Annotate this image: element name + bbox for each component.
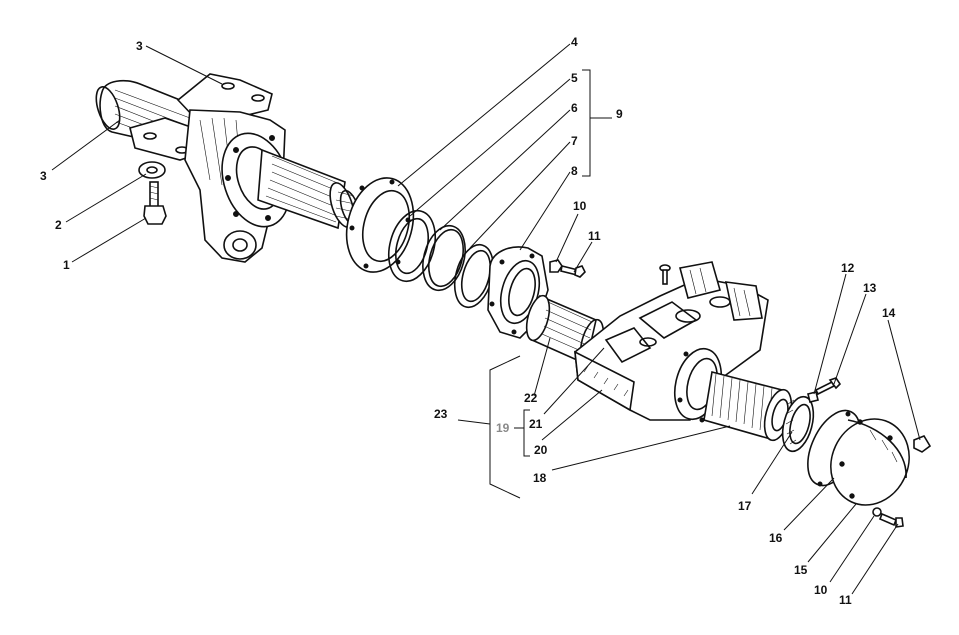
label-9: 9	[616, 107, 623, 121]
label-10-lower: 10	[814, 583, 828, 597]
screw-housing	[659, 264, 671, 285]
nut-lower	[872, 507, 882, 517]
seal-ring	[387, 209, 437, 283]
label-6: 6	[571, 101, 578, 115]
label-8: 8	[571, 164, 578, 178]
label-1: 1	[63, 258, 70, 272]
label-16: 16	[769, 531, 783, 545]
axle-housing	[95, 73, 361, 263]
label-2: 2	[55, 218, 62, 232]
label-3-left: 3	[40, 169, 47, 183]
label-17: 17	[738, 499, 752, 513]
label-10-upper: 10	[573, 199, 587, 213]
end-cover	[830, 418, 910, 506]
bolt-upper	[560, 265, 586, 278]
label-22: 22	[524, 391, 538, 405]
label-5: 5	[571, 71, 578, 85]
callout-labels: 3 3 2 1 4 5 6 7 8 9 10 11 12 13 14 23 19…	[40, 35, 896, 607]
label-15: 15	[794, 563, 808, 577]
plug	[913, 435, 932, 453]
label-18: 18	[533, 471, 547, 485]
label-4: 4	[571, 35, 578, 49]
leader-lines	[51, 43, 921, 595]
bolt	[143, 181, 167, 225]
label-23: 23	[434, 407, 448, 421]
gasket	[345, 177, 415, 273]
label-11-lower: 11	[839, 593, 852, 607]
label-14: 14	[882, 306, 896, 320]
bearing	[781, 395, 815, 453]
label-12: 12	[841, 261, 855, 275]
thin-ring	[422, 224, 466, 292]
washer-right	[807, 391, 819, 403]
bolt-right	[814, 377, 842, 396]
label-7: 7	[571, 134, 578, 148]
label-20: 20	[534, 443, 548, 457]
label-21: 21	[529, 417, 543, 431]
label-13: 13	[863, 281, 877, 295]
label-3-top: 3	[136, 39, 143, 53]
label-19: 19	[496, 421, 510, 435]
label-11-upper: 11	[588, 229, 601, 243]
bolt-lower	[878, 512, 904, 528]
